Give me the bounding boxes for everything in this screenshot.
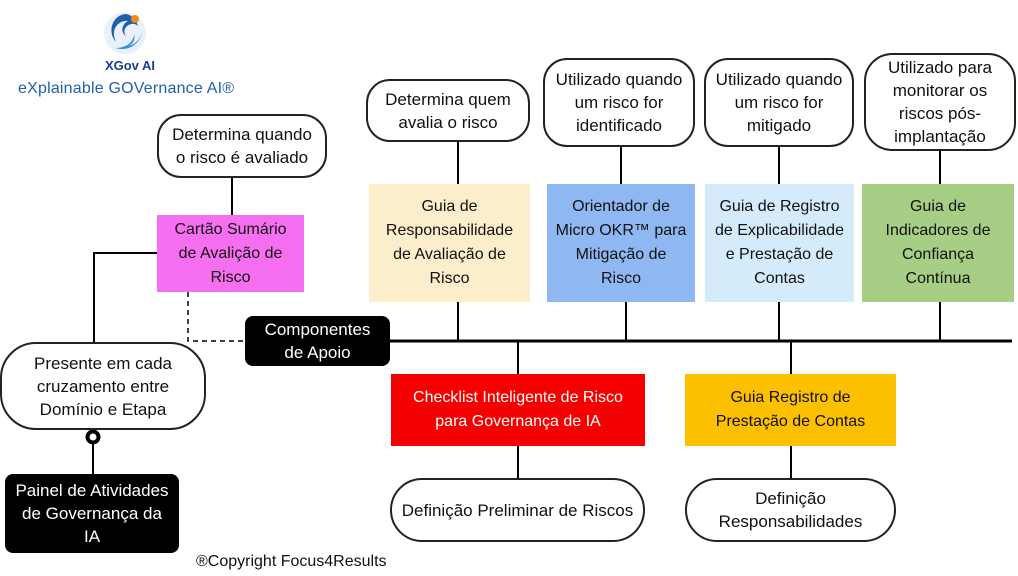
panel-atividades-governanca: Painel de Atividades de Governança da IA xyxy=(5,474,179,553)
ring-icon xyxy=(85,429,101,445)
note-monitorar-riscos: Utilizado para monitorar os riscos pós-i… xyxy=(864,53,1016,151)
note-definicao-responsabilidades: Definição Responsabilidades xyxy=(685,478,896,542)
note-quem-avalia: Determina quem avalia o risco xyxy=(366,79,530,142)
card-orientador-micro-okr: Orientador de Micro OKR™ para Mitigação … xyxy=(547,184,695,302)
note-quando-avaliado: Determina quando o risco é avaliado xyxy=(157,114,327,178)
logo-tagline: eXplainable GOVernance AI® xyxy=(18,80,235,97)
card-guia-registro-explicabilidade: Guia de Registro de Explicabilidade e Pr… xyxy=(705,184,854,302)
card-guia-indicadores-confianca: Guia de Indicadores de Confiança Contínu… xyxy=(862,184,1014,302)
note-definicao-preliminar: Definição Preliminar de Riscos xyxy=(390,478,645,542)
card-guia-responsabilidade: Guia de Responsabilidade de Avaliação de… xyxy=(369,184,530,302)
swirl-globe-icon xyxy=(104,12,146,54)
spine-label: Componentes de Apoio xyxy=(245,316,390,366)
note-risco-mitigado: Utilizado quando um risco for mitigado xyxy=(704,58,854,147)
card-cartao-sumario: Cartão Sumário de Avalição de Risco xyxy=(157,215,304,292)
note-risco-identificado: Utilizado quando um risco for identifica… xyxy=(543,58,695,147)
note-cruzamento: Presente em cada cruzamento entre Domíni… xyxy=(0,342,206,430)
card-guia-registro-prestacao: Guia Registro de Prestação de Contas xyxy=(685,374,896,446)
dashed-link xyxy=(187,292,248,342)
logo-name: XGov AI xyxy=(104,58,156,73)
logo: XGov AI eXplainable GOVernance AI® xyxy=(18,6,248,102)
card-checklist-inteligente: Checklist Inteligente de Risco para Gove… xyxy=(391,374,645,446)
copyright: ®Copyright Focus4Results xyxy=(196,553,387,570)
connector-pink-left xyxy=(93,252,157,342)
